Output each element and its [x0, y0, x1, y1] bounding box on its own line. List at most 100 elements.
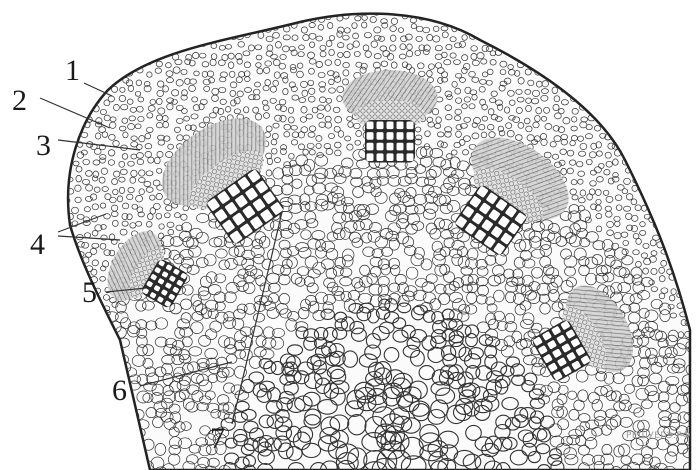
parenchyma-cell — [545, 62, 551, 68]
parenchyma-cell — [100, 42, 106, 47]
xylem-vessel — [367, 132, 374, 140]
parenchyma-cell — [487, 24, 494, 30]
parenchyma-cell — [598, 77, 604, 84]
parenchyma-cell — [85, 5, 92, 11]
parenchyma-cell — [688, 9, 694, 15]
parenchyma-cell — [283, 9, 289, 14]
parenchyma-cell — [391, 7, 398, 12]
parenchyma-cell — [66, 366, 72, 372]
parenchyma-cell — [580, 61, 587, 66]
parenchyma-cell — [156, 36, 162, 43]
parenchyma-cell — [57, 384, 63, 389]
parenchyma-cell — [663, 7, 669, 13]
parenchyma-cell — [91, 411, 104, 421]
parenchyma-cell — [532, 51, 538, 57]
parenchyma-cell — [676, 68, 682, 73]
parenchyma-cell — [501, 5, 507, 10]
parenchyma-cell — [119, 448, 131, 460]
parenchyma-cell — [545, 26, 551, 31]
xylem-vessel — [387, 143, 394, 151]
parenchyma-cell — [93, 449, 105, 458]
parenchyma-cell — [623, 82, 628, 88]
parenchyma-cell — [668, 150, 673, 157]
parenchyma-cell — [643, 188, 649, 194]
parenchyma-cell — [104, 79, 111, 84]
parenchyma-cell — [66, 302, 72, 308]
parenchyma-cell — [230, 9, 237, 15]
label-4: 4 — [30, 228, 45, 261]
parenchyma-cell — [73, 34, 79, 40]
parenchyma-cell — [127, 43, 134, 49]
parenchyma-cell — [507, 16, 513, 22]
parenchyma-cell — [679, 141, 686, 147]
parenchyma-cell — [71, 417, 83, 427]
parenchyma-cell — [55, 288, 60, 293]
parenchyma-cell — [67, 268, 74, 274]
parenchyma-cell — [643, 145, 650, 151]
parenchyma-cell — [472, 17, 478, 22]
parenchyma-cell — [55, 320, 61, 326]
parenchyma-cell — [58, 15, 65, 21]
parenchyma-cell — [433, 5, 439, 10]
parenchyma-cell — [522, 50, 529, 56]
parenchyma-cell — [662, 208, 668, 213]
parenchyma-cell — [685, 179, 690, 185]
parenchyma-cell — [570, 15, 576, 21]
parenchyma-cell — [236, 5, 242, 10]
label-3: 3 — [36, 129, 51, 162]
parenchyma-cell — [688, 61, 694, 67]
parenchyma-cell — [544, 71, 550, 77]
parenchyma-cell — [134, 455, 145, 465]
parenchyma-cell — [68, 248, 73, 254]
parenchyma-cell — [82, 351, 88, 356]
parenchyma-cell — [690, 167, 696, 173]
parenchyma-cell — [56, 311, 62, 316]
parenchyma-cell — [504, 7, 510, 12]
parenchyma-cell — [158, 44, 165, 50]
parenchyma-cell — [148, 41, 155, 48]
parenchyma-cell — [677, 121, 683, 127]
parenchyma-cell — [64, 87, 70, 93]
parenchyma-cell — [632, 115, 639, 121]
parenchyma-cell — [72, 95, 79, 101]
parenchyma-cell — [310, 9, 315, 15]
parenchyma-cell — [165, 8, 171, 14]
parenchyma-cell — [110, 357, 123, 368]
parenchyma-cell — [642, 125, 648, 131]
parenchyma-cell — [681, 268, 687, 274]
parenchyma-cell — [618, 112, 624, 118]
parenchyma-cell — [67, 98, 74, 104]
parenchyma-cell — [488, 33, 493, 39]
parenchyma-cell — [90, 416, 100, 427]
parenchyma-cell — [577, 28, 584, 33]
parenchyma-cell — [624, 31, 629, 38]
parenchyma-cell — [192, 34, 199, 40]
parenchyma-cell — [87, 324, 94, 329]
parenchyma-cell — [89, 389, 100, 400]
parenchyma-cell — [54, 55, 61, 60]
parenchyma-cell — [55, 91, 61, 97]
parenchyma-cell — [671, 69, 677, 75]
parenchyma-cell — [244, 22, 250, 28]
parenchyma-cell — [59, 394, 65, 400]
parenchyma-cell — [72, 259, 79, 265]
parenchyma-cell — [605, 80, 611, 86]
parenchyma-cell — [651, 14, 657, 20]
parenchyma-cell — [640, 27, 646, 34]
parenchyma-cell — [571, 25, 578, 31]
parenchyma-cell — [558, 6, 565, 12]
parenchyma-cell — [90, 375, 102, 387]
parenchyma-cell — [63, 133, 69, 138]
parenchyma-cell — [74, 103, 80, 110]
parenchyma-cell — [106, 345, 117, 354]
parenchyma-cell — [585, 15, 591, 21]
parenchyma-cell — [581, 97, 587, 102]
parenchyma-cell — [64, 388, 71, 394]
parenchyma-cell — [338, 7, 344, 13]
parenchyma-cell — [95, 80, 102, 86]
xylem-vessel — [367, 153, 374, 161]
parenchyma-cell — [652, 196, 658, 201]
parenchyma-cell — [109, 76, 116, 82]
parenchyma-cell — [626, 86, 632, 93]
xylem-vessel — [377, 122, 384, 130]
